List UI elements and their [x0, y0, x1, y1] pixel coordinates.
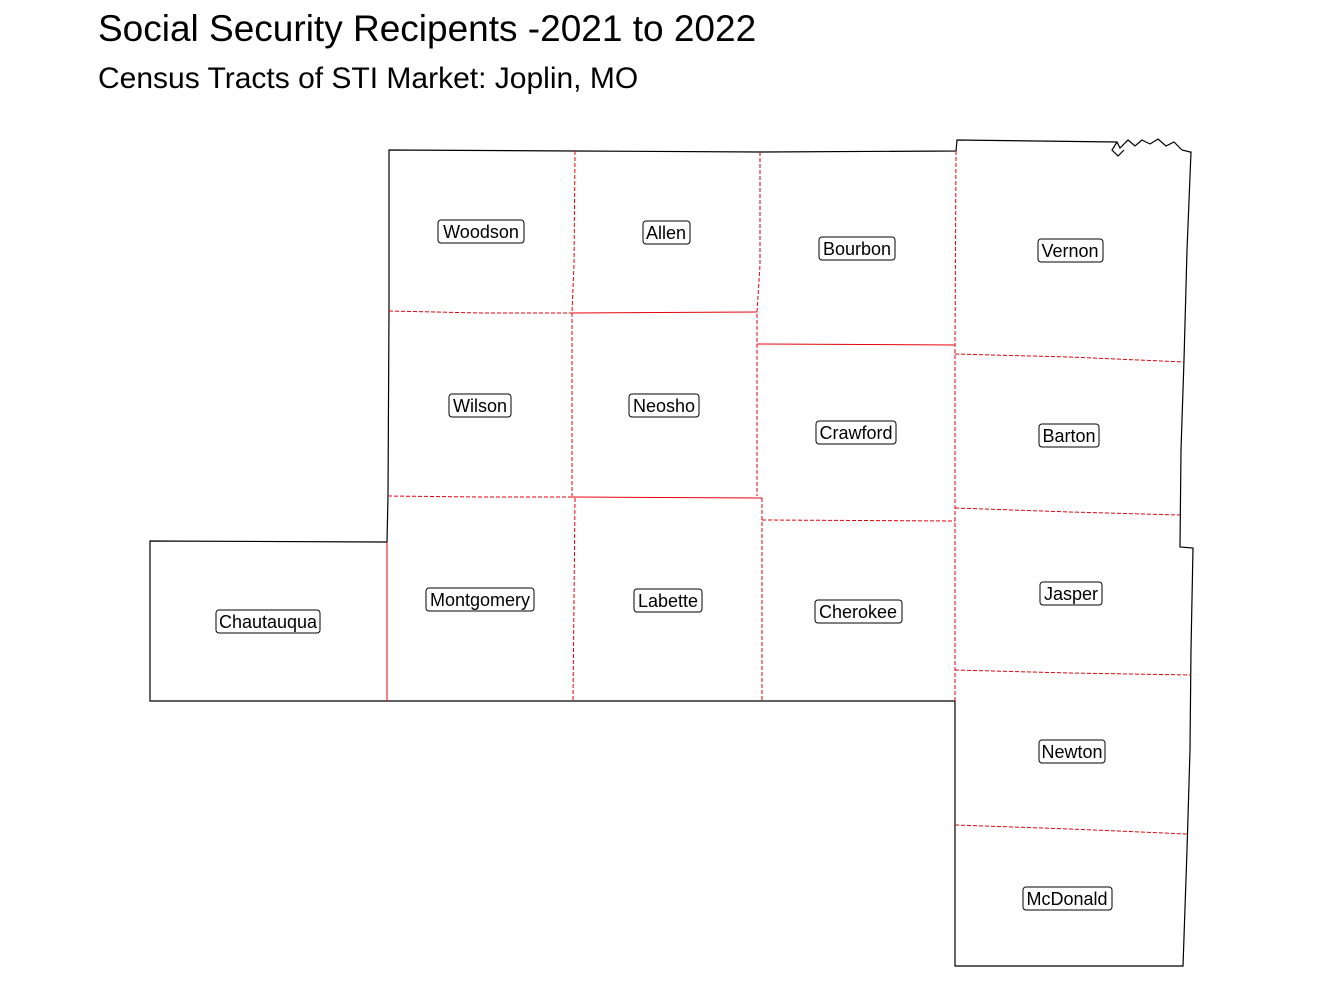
- county-label-jasper[interactable]: Jasper: [1039, 581, 1103, 606]
- svg-text:Woodson: Woodson: [443, 222, 519, 242]
- svg-text:Montgomery: Montgomery: [430, 590, 530, 610]
- svg-text:Crawford: Crawford: [819, 423, 892, 443]
- svg-text:Labette: Labette: [638, 591, 698, 611]
- county-label-barton[interactable]: Barton: [1038, 423, 1100, 448]
- svg-text:Vernon: Vernon: [1041, 241, 1098, 261]
- county-label-mcdonald[interactable]: McDonald: [1022, 886, 1113, 911]
- county-label-newton[interactable]: Newton: [1038, 739, 1106, 764]
- svg-text:Chautauqua: Chautauqua: [219, 612, 318, 632]
- map-subtitle: Census Tracts of STI Market: Joplin, MO: [98, 62, 639, 95]
- county-boundaries: [386, 150, 1192, 835]
- county-label-allen[interactable]: Allen: [642, 220, 691, 245]
- county-label-woodson[interactable]: Woodson: [437, 219, 525, 244]
- svg-text:Barton: Barton: [1042, 426, 1095, 446]
- county-label-crawford[interactable]: Crawford: [815, 420, 897, 445]
- county-label-neosho[interactable]: Neosho: [628, 393, 700, 418]
- county-label-labette[interactable]: Labette: [633, 588, 703, 613]
- svg-text:Allen: Allen: [646, 223, 686, 243]
- svg-text:Wilson: Wilson: [453, 396, 507, 416]
- county-label-vernon[interactable]: Vernon: [1037, 238, 1104, 263]
- market-boundary: [149, 138, 1194, 967]
- svg-text:Bourbon: Bourbon: [823, 239, 891, 259]
- svg-text:Cherokee: Cherokee: [819, 602, 897, 622]
- svg-text:Neosho: Neosho: [633, 396, 695, 416]
- county-label-chautauqua[interactable]: Chautauqua: [215, 609, 321, 634]
- county-label-bourbon[interactable]: Bourbon: [818, 236, 896, 261]
- county-label-wilson[interactable]: Wilson: [448, 393, 512, 418]
- svg-text:Newton: Newton: [1041, 742, 1102, 762]
- county-label-montgomery[interactable]: Montgomery: [425, 587, 535, 612]
- svg-text:Jasper: Jasper: [1044, 584, 1098, 604]
- map-title: Social Security Recipents -2021 to 2022: [98, 8, 757, 49]
- county-label-cherokee[interactable]: Cherokee: [814, 599, 903, 624]
- river-edge: [1111, 141, 1125, 157]
- svg-text:McDonald: McDonald: [1026, 889, 1107, 909]
